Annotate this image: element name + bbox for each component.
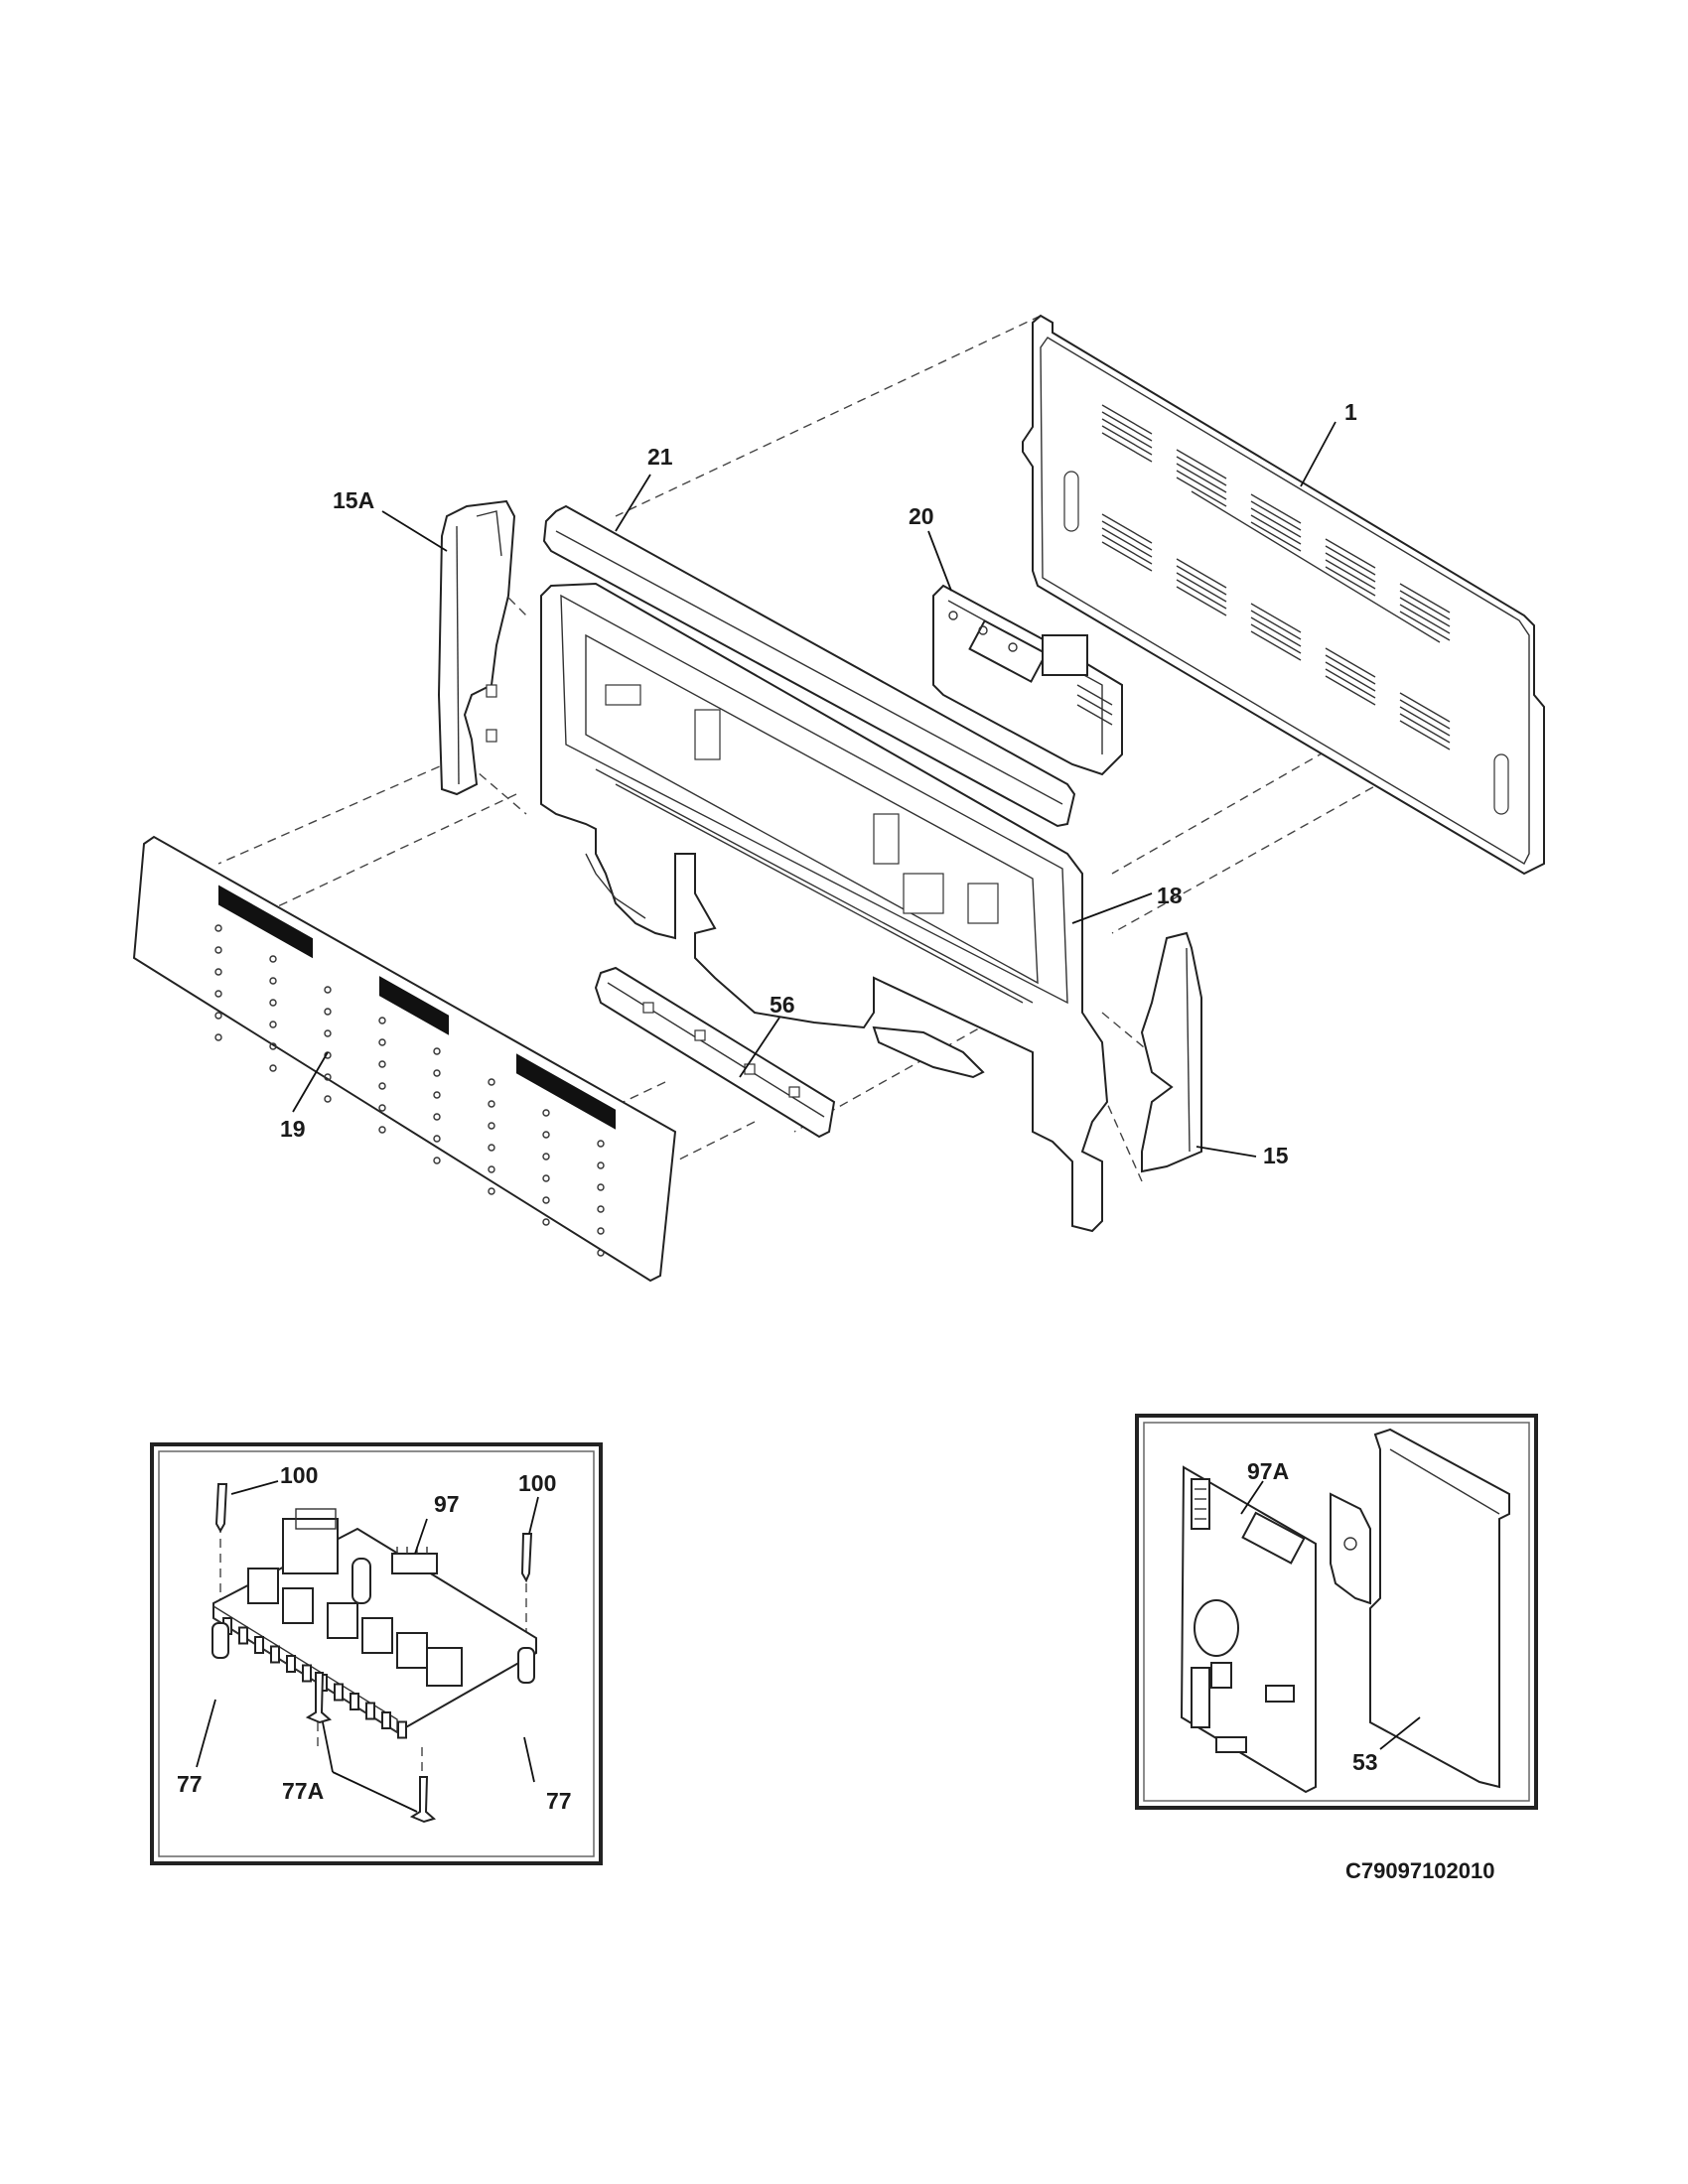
- label-part-56: 56: [770, 992, 795, 1018]
- label-part-18: 18: [1157, 883, 1183, 908]
- inset-relay-board: [150, 1442, 603, 1865]
- bracket-part-56: [594, 966, 836, 1139]
- label-part-19: 19: [280, 1116, 306, 1142]
- label-part-97A: 97A: [1247, 1458, 1289, 1484]
- left-end-cap-part-15A: [437, 499, 516, 796]
- label-part-100-right: 100: [518, 1470, 556, 1496]
- trim-strip-part-21: [542, 504, 1076, 828]
- rear-panel-part-1: [1022, 314, 1545, 876]
- label-part-77-left: 77: [177, 1771, 203, 1797]
- label-part-15: 15: [1263, 1143, 1289, 1168]
- label-part-100-left: 100: [280, 1462, 318, 1488]
- label-part-21: 21: [647, 444, 673, 470]
- drawing-reference-code: C79097102010: [1345, 1858, 1494, 1883]
- leader-lines: [292, 421, 1336, 1158]
- label-part-15A: 15A: [333, 487, 374, 513]
- inset-display-board: [1135, 1414, 1538, 1810]
- label-part-77A: 77A: [282, 1778, 324, 1804]
- touch-panel-overlay-part-19: [132, 835, 677, 1283]
- control-board-part-20: [932, 584, 1123, 776]
- label-part-1: 1: [1344, 399, 1357, 425]
- control-housing-part-18: [540, 582, 1109, 1233]
- label-part-53: 53: [1352, 1749, 1378, 1775]
- label-part-97: 97: [434, 1491, 460, 1517]
- label-part-20: 20: [909, 503, 934, 529]
- label-part-77-right: 77: [546, 1788, 572, 1814]
- right-end-cap-part-15: [1140, 931, 1202, 1173]
